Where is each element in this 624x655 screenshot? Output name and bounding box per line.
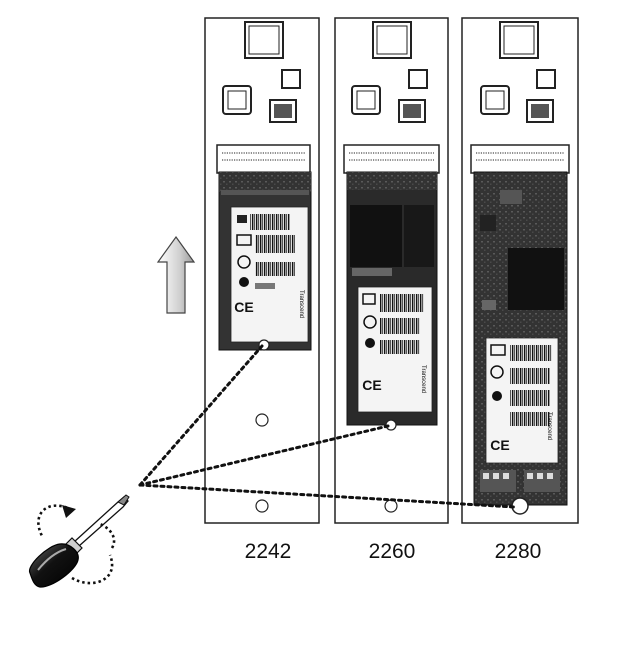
svg-text:CE: CE [490,437,509,453]
size-label-2260: 2260 [368,540,416,563]
m2-connector [470,144,570,174]
size-label-2242: 2242 [244,540,292,563]
brand-text: Transcend [546,412,552,440]
size-label-2280: 2280 [494,540,542,563]
screwdriver-icon [29,494,130,588]
up-arrow-icon [156,235,196,314]
chip-small [281,69,301,89]
slot-2242: CE Transcend [204,17,320,524]
slot-2280: CE Transcend [461,17,579,524]
m2-connector [216,144,311,174]
slot-2260: CE Transcend [334,17,449,524]
screw-guide-lines [138,344,516,509]
svg-text:CE: CE [234,299,253,315]
svg-text:CE: CE [362,377,381,393]
mounting-hole-2260 [255,413,269,427]
brand-text: Transcend [298,290,304,318]
chip-qfp [222,85,252,115]
brand-text: Transcend [420,365,426,393]
mounting-hole-2280 [384,499,398,513]
mounting-hole-2280 [255,499,269,513]
chip-large [244,21,284,59]
rotation-arrowhead-icon [62,505,76,518]
m2-connector [343,144,440,174]
